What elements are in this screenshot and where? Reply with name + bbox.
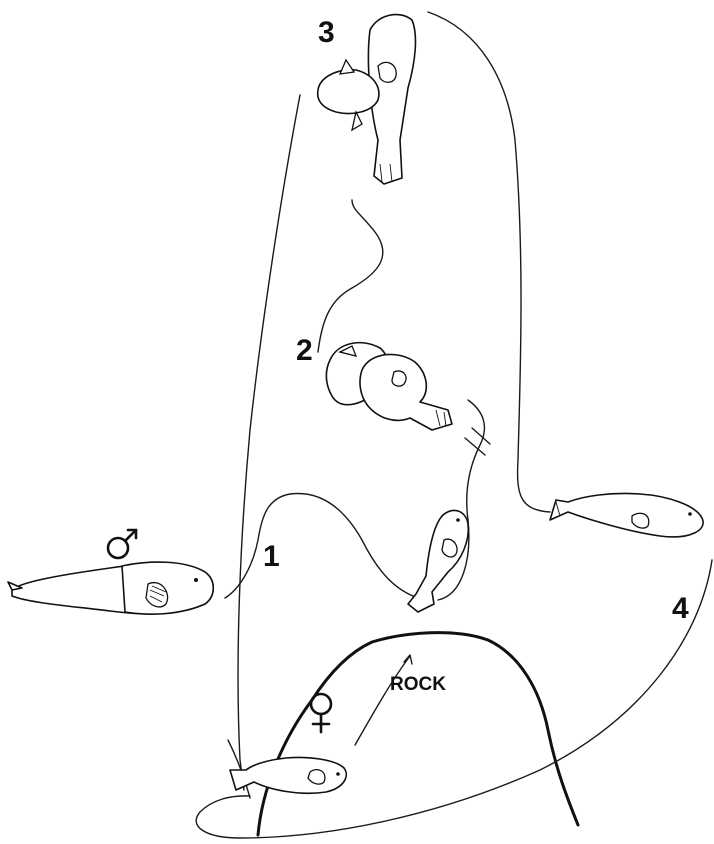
rising-fish	[408, 510, 468, 612]
male-fish	[8, 562, 213, 614]
path-left-loop	[238, 95, 300, 790]
step-label-1: 1	[263, 540, 280, 573]
female-symbol-icon	[311, 694, 331, 732]
rock-outline	[258, 633, 578, 835]
step-label-2: 2	[296, 334, 313, 367]
path-male-to-female	[225, 493, 418, 598]
male-symbol-icon	[108, 530, 136, 558]
rock-label: ROCK	[390, 674, 446, 695]
fish-4	[550, 493, 703, 536]
step-label-4: 4	[672, 592, 689, 625]
path-return-outer	[196, 560, 712, 838]
pair-fish-2	[326, 343, 452, 430]
path-3-to-4	[428, 12, 550, 512]
path-rock-diagonal	[355, 656, 410, 745]
path-2-to-3	[318, 200, 383, 352]
step-label-3: 3	[318, 16, 335, 49]
